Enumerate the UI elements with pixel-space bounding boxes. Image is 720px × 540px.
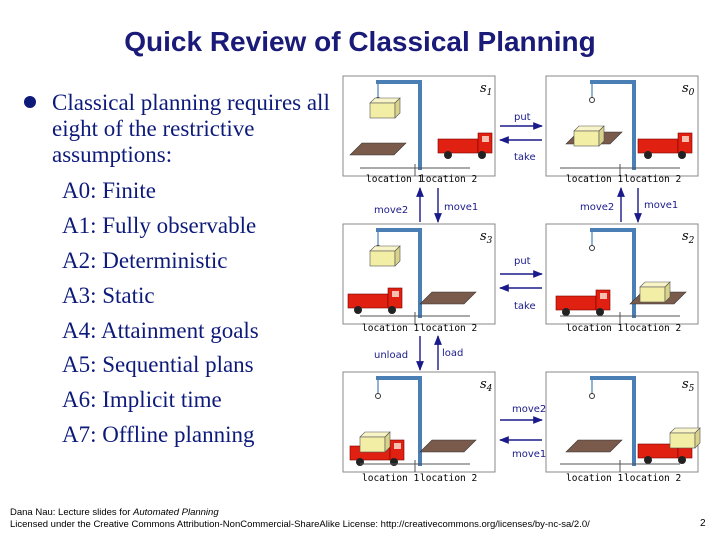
state-s3-panel xyxy=(342,223,496,325)
footer: Dana Nau: Lecture slides for Automated P… xyxy=(10,507,590,531)
slide-title: Quick Review of Classical Planning xyxy=(124,26,596,57)
footer-prefix: Dana Nau: Lecture slides for xyxy=(10,507,134,518)
assumption-item: A5: Sequential plans xyxy=(62,352,254,377)
state-label-s1: s1 xyxy=(480,81,492,98)
footer-book-title: Automated Planning xyxy=(133,507,219,518)
action-label-move1: move1 xyxy=(512,449,546,460)
assumption-item: A2: Deterministic xyxy=(62,248,228,273)
state-label-s4: s4 xyxy=(480,377,493,394)
state-label-s3: s3 xyxy=(480,229,493,246)
action-label-move2: move2 xyxy=(374,205,408,216)
bullet-icon xyxy=(24,96,36,108)
state-s5-panel xyxy=(545,371,701,473)
location-1-label: location 1 xyxy=(566,323,623,334)
assumption-item: A1: Fully observable xyxy=(62,213,257,238)
location-1-label: location 1 xyxy=(362,323,419,334)
location-2-label: location 2 xyxy=(420,323,477,334)
location-2-label: location 2 xyxy=(624,174,681,185)
bullet-text: Classical planning requires all eight of… xyxy=(52,90,330,167)
state-label-s0: s0 xyxy=(682,81,695,98)
action-label-unload: unload xyxy=(374,350,408,361)
action-label-take: take xyxy=(514,301,536,312)
state-s2-panel xyxy=(545,223,699,325)
action-label-move2: move2 xyxy=(580,202,614,213)
location-2-label: location 2 xyxy=(624,323,681,334)
state-s4-panel xyxy=(342,371,496,473)
footer-license: Licensed under the Creative Commons Attr… xyxy=(10,519,590,530)
assumption-item: A4: Attainment goals xyxy=(62,318,259,343)
action-label-move2: move2 xyxy=(512,404,546,415)
location-2-label: location 2 xyxy=(420,473,477,484)
action-label-put: put xyxy=(514,112,531,123)
action-label-put: put xyxy=(514,256,531,267)
assumption-item: A0: Finite xyxy=(62,178,156,203)
action-label-move1: move1 xyxy=(644,200,678,211)
location-1-label: location 1 xyxy=(566,473,623,484)
action-label-move1: move1 xyxy=(444,202,478,213)
location-1-label: location 1 xyxy=(366,174,423,185)
page-number: 2 xyxy=(700,518,706,529)
assumption-item: A6: Implicit time xyxy=(62,387,222,412)
action-label-take: take xyxy=(514,152,536,163)
assumption-item: A7: Offline planning xyxy=(62,422,255,447)
action-label-load: load xyxy=(442,348,463,359)
location-2-label: location 2 xyxy=(420,174,477,185)
state-s0-panel xyxy=(545,75,699,177)
state-s1-panel xyxy=(342,75,496,177)
location-2-label: location 2 xyxy=(624,473,681,484)
state-label-s2: s2 xyxy=(682,229,695,246)
state-label-s5: s5 xyxy=(682,377,695,394)
location-1-label: location 1 xyxy=(566,174,623,185)
assumption-item: A3: Static xyxy=(62,283,155,308)
location-1-label: location 1 xyxy=(362,473,419,484)
